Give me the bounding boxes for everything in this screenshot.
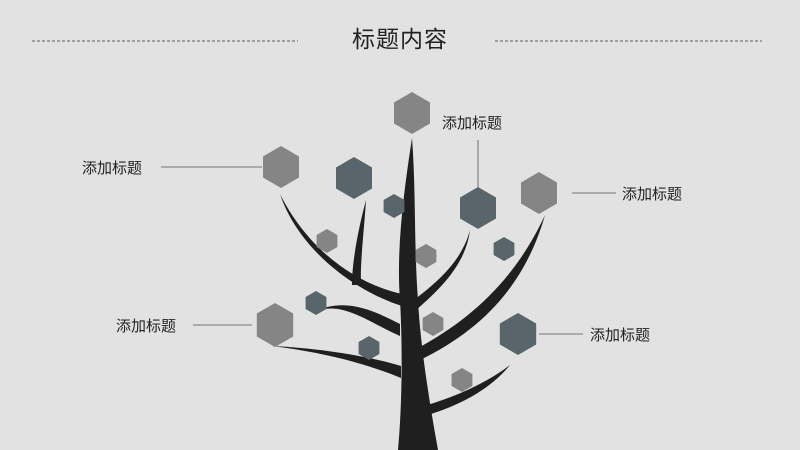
hexagon <box>316 229 338 253</box>
hexagons <box>256 92 557 392</box>
hexagon <box>493 237 515 261</box>
hexagon <box>451 368 473 392</box>
label-left-upper: 添加标题 <box>82 159 143 177</box>
connector-lines <box>161 140 616 335</box>
hexagon <box>422 312 444 336</box>
label-right-lower: 添加标题 <box>590 326 651 344</box>
hexagon <box>460 187 496 229</box>
label-right-upper: 添加标题 <box>622 185 683 203</box>
hexagon <box>336 157 372 199</box>
hexagon <box>263 146 299 188</box>
label-left-lower: 添加标题 <box>116 317 177 335</box>
hexagon <box>521 172 557 214</box>
tree-trunk <box>272 138 545 450</box>
label-top-center: 添加标题 <box>442 114 503 132</box>
page-title: 标题内容 <box>352 27 448 53</box>
hexagon <box>256 303 294 347</box>
hexagon <box>305 291 327 315</box>
hexagon <box>358 336 380 360</box>
hexagon <box>499 313 537 355</box>
hexagon <box>394 92 430 134</box>
hexagon <box>383 194 405 218</box>
hexagon <box>415 244 437 268</box>
